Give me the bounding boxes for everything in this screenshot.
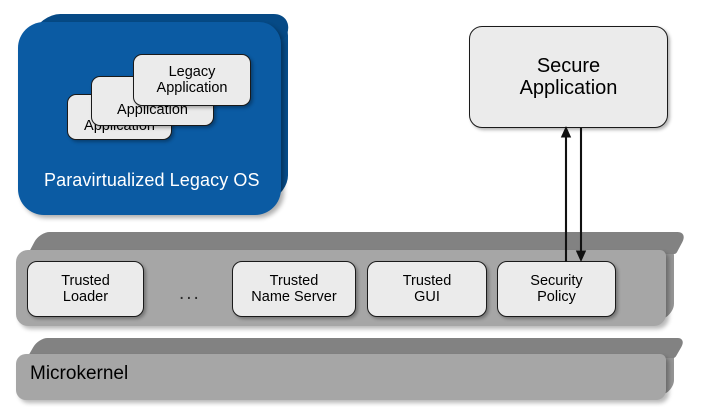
- security-policy-label-line2: Policy: [537, 289, 576, 305]
- secure-application-label: Secure Application: [520, 55, 618, 100]
- trusted-gui-label-line1: Trusted: [402, 272, 452, 289]
- legacy-application-box-3[interactable]: Legacy Application: [133, 54, 251, 106]
- security-policy-box[interactable]: Security Policy: [497, 261, 616, 317]
- trusted-gui-label-line2: GUI: [414, 289, 440, 305]
- legacy-application-label-3-line2: Application: [156, 80, 228, 96]
- legacy-application-label-3-line1: Legacy: [168, 63, 216, 80]
- secure-application-label-line1: Secure: [536, 54, 601, 77]
- trusted-gui-box[interactable]: Trusted GUI: [367, 261, 487, 317]
- legacy-os-label: Paravirtualized Legacy OS: [44, 170, 260, 190]
- trusted-gui-label: Trusted GUI: [403, 273, 452, 305]
- trusted-loader-label: Trusted Loader: [61, 273, 110, 305]
- security-policy-label-line1: Security: [530, 272, 583, 289]
- trusted-loader-label-line2: Loader: [62, 289, 109, 305]
- legacy-os-container: Application Application Legacy Applicati…: [18, 14, 295, 215]
- secure-application-label-line2: Application: [519, 77, 618, 99]
- secure-application-box[interactable]: Secure Application: [469, 26, 668, 128]
- trusted-name-server-label-line1: Trusted: [269, 272, 319, 289]
- microkernel-bar: [16, 338, 688, 400]
- trusted-name-server-box[interactable]: Trusted Name Server: [232, 261, 356, 317]
- microkernel-bar-face: [16, 354, 666, 400]
- legacy-application-label-3: Legacy Application: [157, 64, 228, 96]
- trusted-name-server-label-line2: Name Server: [251, 289, 337, 305]
- trusted-loader-label-line1: Trusted: [61, 272, 110, 289]
- microkernel-label: Microkernel: [30, 363, 129, 384]
- trusted-loader-box[interactable]: Trusted Loader: [27, 261, 144, 317]
- security-policy-label: Security Policy: [530, 273, 582, 305]
- services-ellipsis: ...: [179, 283, 201, 304]
- trusted-name-server-label: Trusted Name Server: [251, 273, 336, 305]
